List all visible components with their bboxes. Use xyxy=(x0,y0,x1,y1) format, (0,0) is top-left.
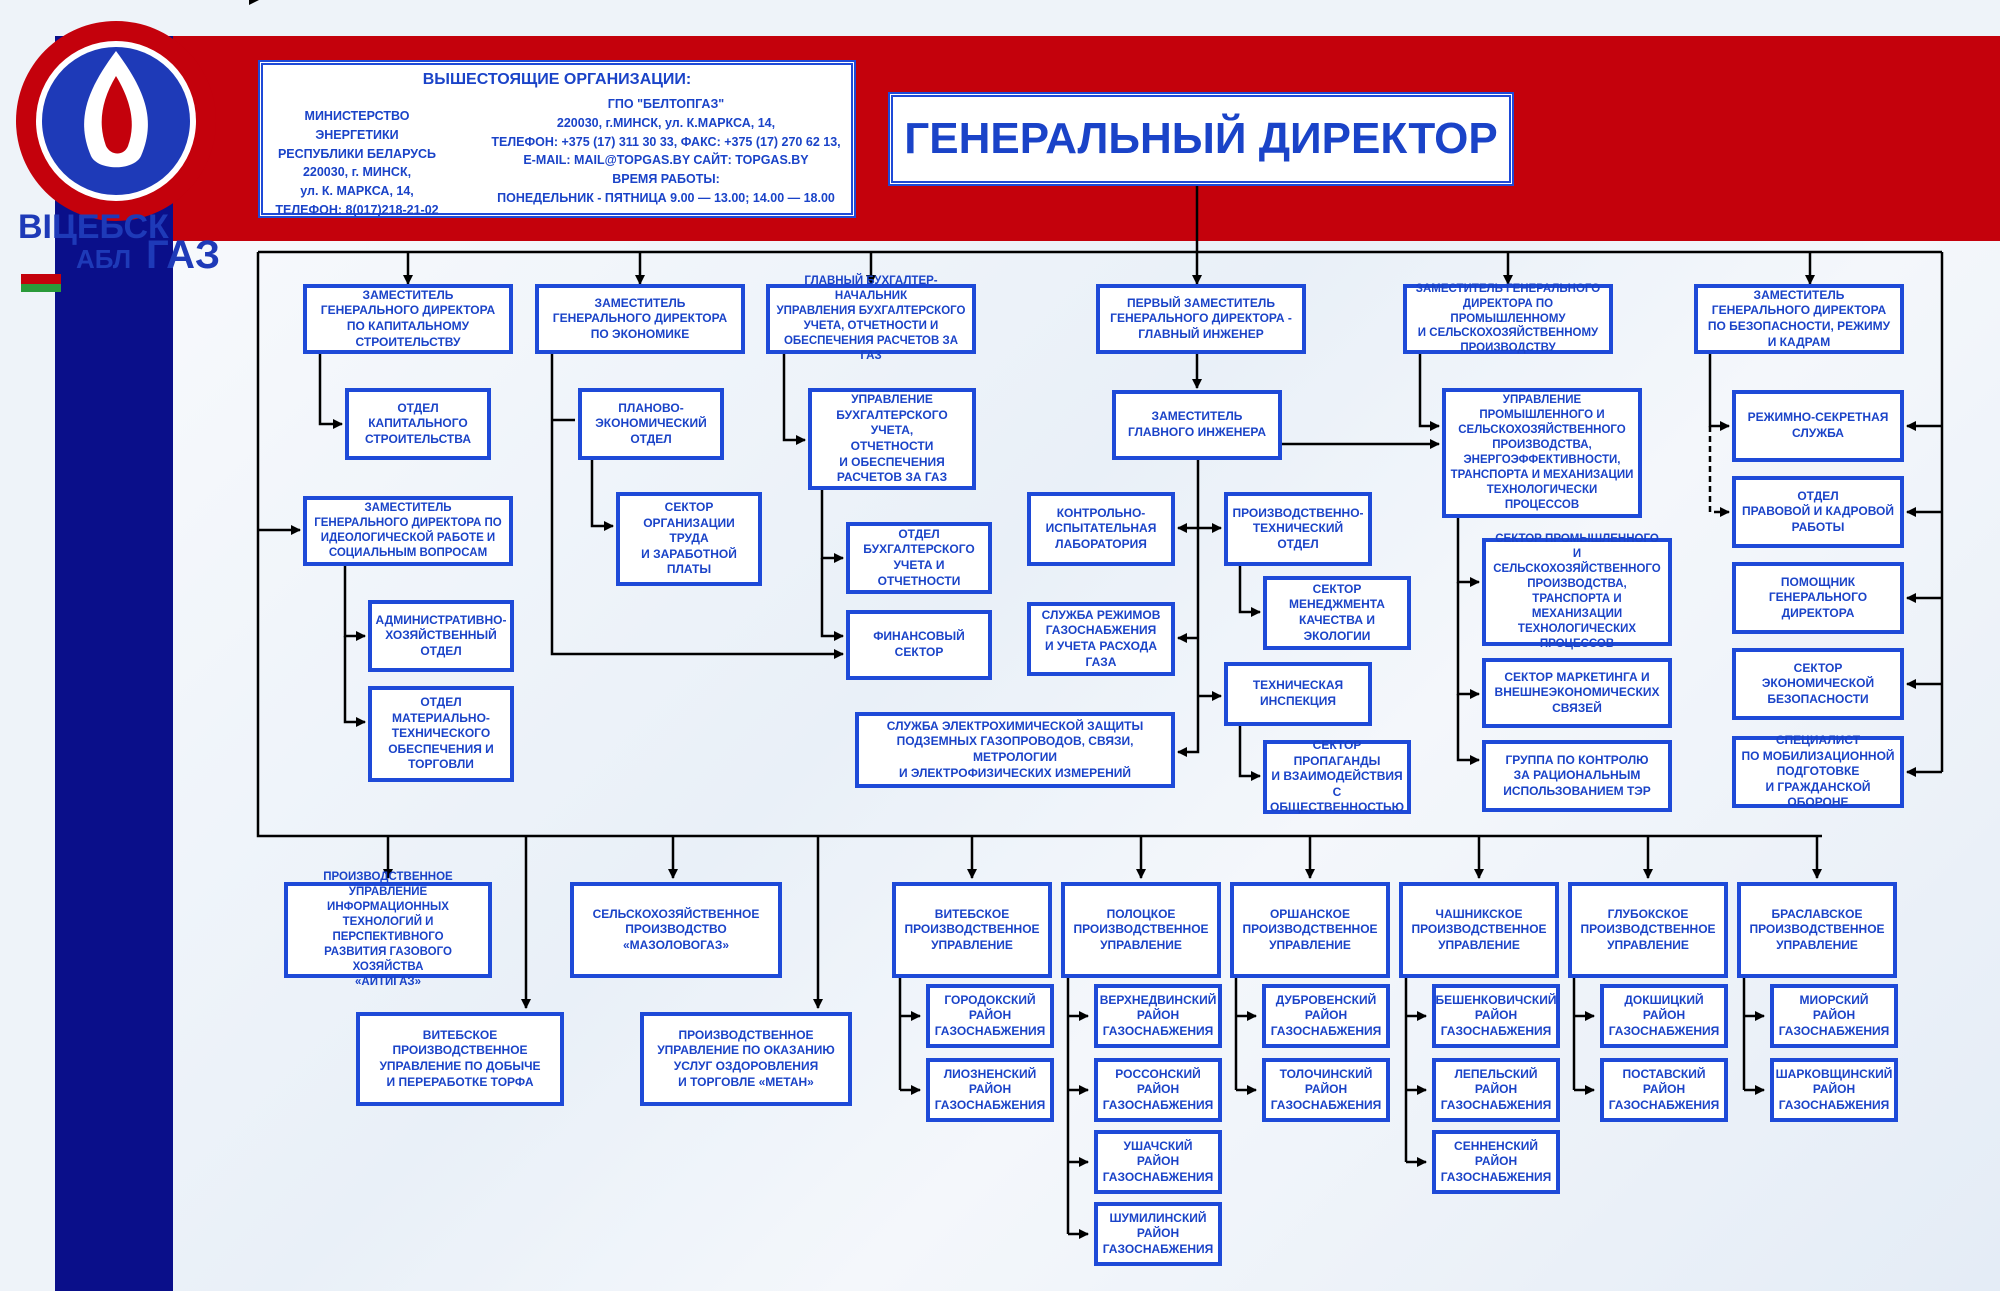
connector xyxy=(318,354,343,429)
node-assistant-gd: ПОМОЩНИК ГЕНЕРАЛЬНОГО ДИРЕКТОРА xyxy=(1732,562,1904,634)
node-sector-econ-security: СЕКТОР ЭКОНОМИЧЕСКОЙ БЕЗОПАСНОСТИ xyxy=(1732,648,1904,720)
connector xyxy=(1456,582,1480,699)
node-sector-quality: СЕКТОР МЕНЕДЖМЕНТА КАЧЕСТВА И ЭКОЛОГИИ xyxy=(1263,576,1411,650)
general-director-title: ГЕНЕРАЛЬНЫЙ ДИРЕКТОР xyxy=(904,114,1498,163)
node-chief-accountant: ГЛАВНЫЙ БУХГАЛТЕР-НАЧАЛЬНИК УПРАВЛЕНИЯ Б… xyxy=(766,275,976,362)
node-dept-logistics: ОТДЕЛ МАТЕРИАЛЬНО- ТЕХНИЧЕСКОГО ОБЕСПЕЧЕ… xyxy=(368,686,514,782)
node-specialist-mobilization: СПЕЦИАЛИСТ ПО МОБИЛИЗАЦИОННОЙ ПОДГОТОВКЕ… xyxy=(1732,733,1904,809)
node-sector-marketing: СЕКТОР МАРКЕТИНГА И ВНЕШНЕЭКОНОМИЧЕСКИХ … xyxy=(1482,658,1672,728)
general-director-box: ГЕНЕРАЛЬНЫЙ ДИРЕКТОР xyxy=(888,92,1514,186)
node-rg-dokshitsy: ДОКШИЦКИЙ РАЙОН ГАЗОСНАБЖЕНИЯ xyxy=(1600,984,1728,1048)
node-agri-mazolovogaz: СЕЛЬСКОХОЗЯЙСТВЕННОЕ ПРОИЗВОДСТВО «МАЗОЛ… xyxy=(570,882,782,978)
node-pu-aitigaz: ПРОИЗВОДСТВЕННОЕ УПРАВЛЕНИЕ ИНФОРМАЦИОНН… xyxy=(284,871,492,988)
node-sector-labor: СЕКТОР ОРГАНИЗАЦИИ ТРУДА И ЗАРАБОТНОЙ ПЛ… xyxy=(616,492,762,586)
node-group-energy: ГРУППА ПО КОНТРОЛЮ ЗА РАЦИОНАЛЬНЫМ ИСПОЛ… xyxy=(1482,740,1672,812)
node-dep-capital: ЗАМЕСТИТЕЛЬ ГЕНЕРАЛЬНОГО ДИРЕКТОРА ПО КА… xyxy=(303,284,513,354)
node-rg-beshenkovichi: БЕШЕНКОВИЧСКИЙ РАЙОН ГАЗОСНАБЖЕНИЯ xyxy=(1432,984,1560,1048)
node-sector-industrial: СЕКТОР ПРОМЫШЛЕННОГО И СЕЛЬСКОХОЗЯЙСТВЕН… xyxy=(1482,533,1672,650)
node-lab-control: КОНТРОЛЬНО- ИСПЫТАТЕЛЬНАЯ ЛАБОРАТОРИЯ xyxy=(1027,492,1175,566)
ministry-info: МИНИСТЕРСТВО ЭНЕРГЕТИКИ РЕСПУБЛИКИ БЕЛАР… xyxy=(275,109,439,217)
node-rg-tolochin: ТОЛОЧИНСКИЙ РАЙОН ГАЗОСНАБЖЕНИЯ xyxy=(1262,1058,1390,1122)
node-rg-verkhnedvinsk: ВЕРХНЕДВИНСКИЙ РАЙОН ГАЗОСНАБЖЕНИЯ xyxy=(1094,984,1222,1048)
connector xyxy=(1456,518,1480,587)
logo-wordmark-gaz: ГАЗ xyxy=(146,233,220,277)
connector xyxy=(256,252,1822,838)
node-pu-peat: ВИТЕБСКОЕ ПРОИЗВОДСТВЕННОЕ УПРАВЛЕНИЕ ПО… xyxy=(356,1012,564,1106)
node-mgmt-accounting: УПРАВЛЕНИЕ БУХГАЛТЕРСКОГО УЧЕТА, ОТЧЕТНО… xyxy=(808,388,976,490)
node-first-deputy: ПЕРВЫЙ ЗАМЕСТИТЕЛЬ ГЕНЕРАЛЬНОГО ДИРЕКТОР… xyxy=(1096,284,1306,354)
node-rg-ushachi: УШАЧСКИЙ РАЙОН ГАЗОСНАБЖЕНИЯ xyxy=(1094,1130,1222,1194)
connector xyxy=(1177,460,1200,757)
node-rg-postavy: ПОСТАВСКИЙ РАЙОН ГАЗОСНАБЖЕНИЯ xyxy=(1600,1058,1728,1122)
connector xyxy=(1456,694,1480,765)
connector xyxy=(550,354,844,659)
node-pu-braslav: БРАСЛАВСКОЕ ПРОИЗВОДСТВЕННОЕ УПРАВЛЕНИЕ xyxy=(1737,882,1897,978)
node-deputy-chief-engineer: ЗАМЕСТИТЕЛЬ ГЛАВНОГО ИНЖЕНЕРА xyxy=(1112,390,1282,460)
node-rg-gorodok: ГОРОДОКСКИЙ РАЙОН ГАЗОСНАБЖЕНИЯ xyxy=(926,984,1054,1048)
node-tech-inspection: ТЕХНИЧЕСКАЯ ИНСПЕКЦИЯ xyxy=(1224,662,1372,726)
beltopgaz-info: ГПО "БЕЛТОПГАЗ" 220030, г.МИНСК, ул. К.М… xyxy=(491,97,841,205)
node-service-gas-modes: СЛУЖБА РЕЖИМОВ ГАЗОСНАБЖЕНИЯ И УЧЕТА РАС… xyxy=(1027,602,1175,676)
connector xyxy=(343,566,366,641)
node-pu-chashniki: ЧАШНИКСКОЕ ПРОИЗВОДСТВЕННОЕ УПРАВЛЕНИЕ xyxy=(1399,882,1559,978)
node-dep-industrial: ЗАМЕСТИТЕЛЬ ГЕНЕРАЛЬНОГО ДИРЕКТОРА ПО ПР… xyxy=(1403,283,1613,354)
node-service-electrochem: СЛУЖБА ЭЛЕКТРОХИМИЧЕСКОЙ ЗАЩИТЫ ПОДЗЕМНЫ… xyxy=(855,712,1175,788)
connector xyxy=(1708,354,1730,431)
node-rg-senno: СЕННЕНСКИЙ РАЙОН ГАЗОСНАБЖЕНИЯ xyxy=(1432,1130,1560,1194)
node-rg-lepel: ЛЕПЕЛЬСКИЙ РАЙОН ГАЗОСНАБЖЕНИЯ xyxy=(1432,1058,1560,1122)
left-blue-band xyxy=(55,36,173,1291)
logo-wordmark-vitsebsk: ВIЦЕБСК xyxy=(18,208,169,246)
node-sector-propaganda: СЕКТОР ПРОПАГАНДЫ И ВЗАИМОДЕЙСТВИЯ С ОБЩ… xyxy=(1263,738,1411,814)
node-dep-ideology: ЗАМЕСТИТЕЛЬ ГЕНЕРАЛЬНОГО ДИРЕКТОРА ПО ИД… xyxy=(303,496,513,566)
node-dept-planning: ПЛАНОВО- ЭКОНОМИЧЕСКИЙ ОТДЕЛ xyxy=(578,388,724,460)
connector xyxy=(820,490,844,563)
node-rg-dubrovno: ДУБРОВЕНСКИЙ РАЙОН ГАЗОСНАБЖЕНИЯ xyxy=(1262,984,1390,1048)
connector xyxy=(1238,566,1261,617)
node-dept-accounting: ОТДЕЛ БУХГАЛТЕРСКОГО УЧЕТА И ОТЧЕТНОСТИ xyxy=(846,522,992,594)
connector xyxy=(343,636,366,727)
node-dept-legal: ОТДЕЛ ПРАВОВОЙ И КАДРОВОЙ РАБОТЫ xyxy=(1732,476,1904,548)
node-pu-orsha: ОРШАНСКОЕ ПРОИЗВОДСТВЕННОЕ УПРАВЛЕНИЕ xyxy=(1230,882,1390,978)
company-logo: ВIЦЕБСК АБЛ ГАЗ xyxy=(16,21,220,292)
node-pu-glubokoe: ГЛУБОКСКОЕ ПРОИЗВОДСТВЕННОЕ УПРАВЛЕНИЕ xyxy=(1568,882,1728,978)
node-service-secret: РЕЖИМНО-СЕКРЕТНАЯ СЛУЖБА xyxy=(1732,390,1904,462)
connector xyxy=(590,460,614,531)
node-pu-vitebsk: ВИТЕБСКОЕ ПРОИЗВОДСТВЕННОЕ УПРАВЛЕНИЕ xyxy=(892,882,1052,978)
node-dept-admin: АДМИНИСТРАТИВНО- ХОЗЯЙСТВЕННЫЙ ОТДЕЛ xyxy=(368,600,514,672)
node-sector-finance: ФИНАНСОВЫЙ СЕКТОР xyxy=(846,610,992,680)
node-rg-miory: МИОРСКИЙ РАЙОН ГАЗОСНАБЖЕНИЯ xyxy=(1770,984,1898,1048)
connector xyxy=(1418,354,1440,431)
node-dept-capital: ОТДЕЛ КАПИТАЛЬНОГО СТРОИТЕЛЬСТВА xyxy=(345,388,491,460)
connector xyxy=(782,354,806,445)
connector xyxy=(1238,726,1261,781)
node-rg-liozno: ЛИОЗНЕНСКИЙ РАЙОН ГАЗОСНАБЖЕНИЯ xyxy=(926,1058,1054,1122)
node-pu-polotsk: ПОЛОЦКОЕ ПРОИЗВОДСТВЕННОЕ УПРАВЛЕНИЕ xyxy=(1061,882,1221,978)
node-rg-shumilino: ШУМИЛИНСКИЙ РАЙОН ГАЗОСНАБЖЕНИЯ xyxy=(1094,1202,1222,1266)
node-dep-security: ЗАМЕСТИТЕЛЬ ГЕНЕРАЛЬНОГО ДИРЕКТОРА ПО БЕ… xyxy=(1694,284,1904,354)
connector xyxy=(820,558,844,641)
node-rg-sharkovshchina: ШАРКОВЩИНСКИЙ РАЙОН ГАЗОСНАБЖЕНИЯ xyxy=(1770,1058,1898,1122)
parent-organizations-panel: ВЫШЕСТОЯЩИЕ ОРГАНИЗАЦИИ: МИНИСТЕРСТВО ЭН… xyxy=(258,60,856,218)
node-dep-economy: ЗАМЕСТИТЕЛЬ ГЕНЕРАЛЬНОГО ДИРЕКТОРА ПО ЭК… xyxy=(535,284,745,354)
connector xyxy=(1708,426,1730,517)
node-mgmt-industrial: УПРАВЛЕНИЕ ПРОМЫШЛЕННОГО И СЕЛЬСКОХОЗЯЙС… xyxy=(1442,388,1642,518)
parent-organizations-title: ВЫШЕСТОЯЩИЕ ОРГАНИЗАЦИИ: xyxy=(422,71,692,88)
node-rg-rossony: РОССОНСКИЙ РАЙОН ГАЗОСНАБЖЕНИЯ xyxy=(1094,1058,1222,1122)
logo-wordmark-abl: АБЛ xyxy=(76,244,131,274)
node-dept-prodtech: ПРОИЗВОДСТВЕННО- ТЕХНИЧЕСКИЙ ОТДЕЛ xyxy=(1224,492,1372,566)
node-pu-metan: ПРОИЗВОДСТВЕННОЕ УПРАВЛЕНИЕ ПО ОКАЗАНИЮ … xyxy=(640,1012,852,1106)
